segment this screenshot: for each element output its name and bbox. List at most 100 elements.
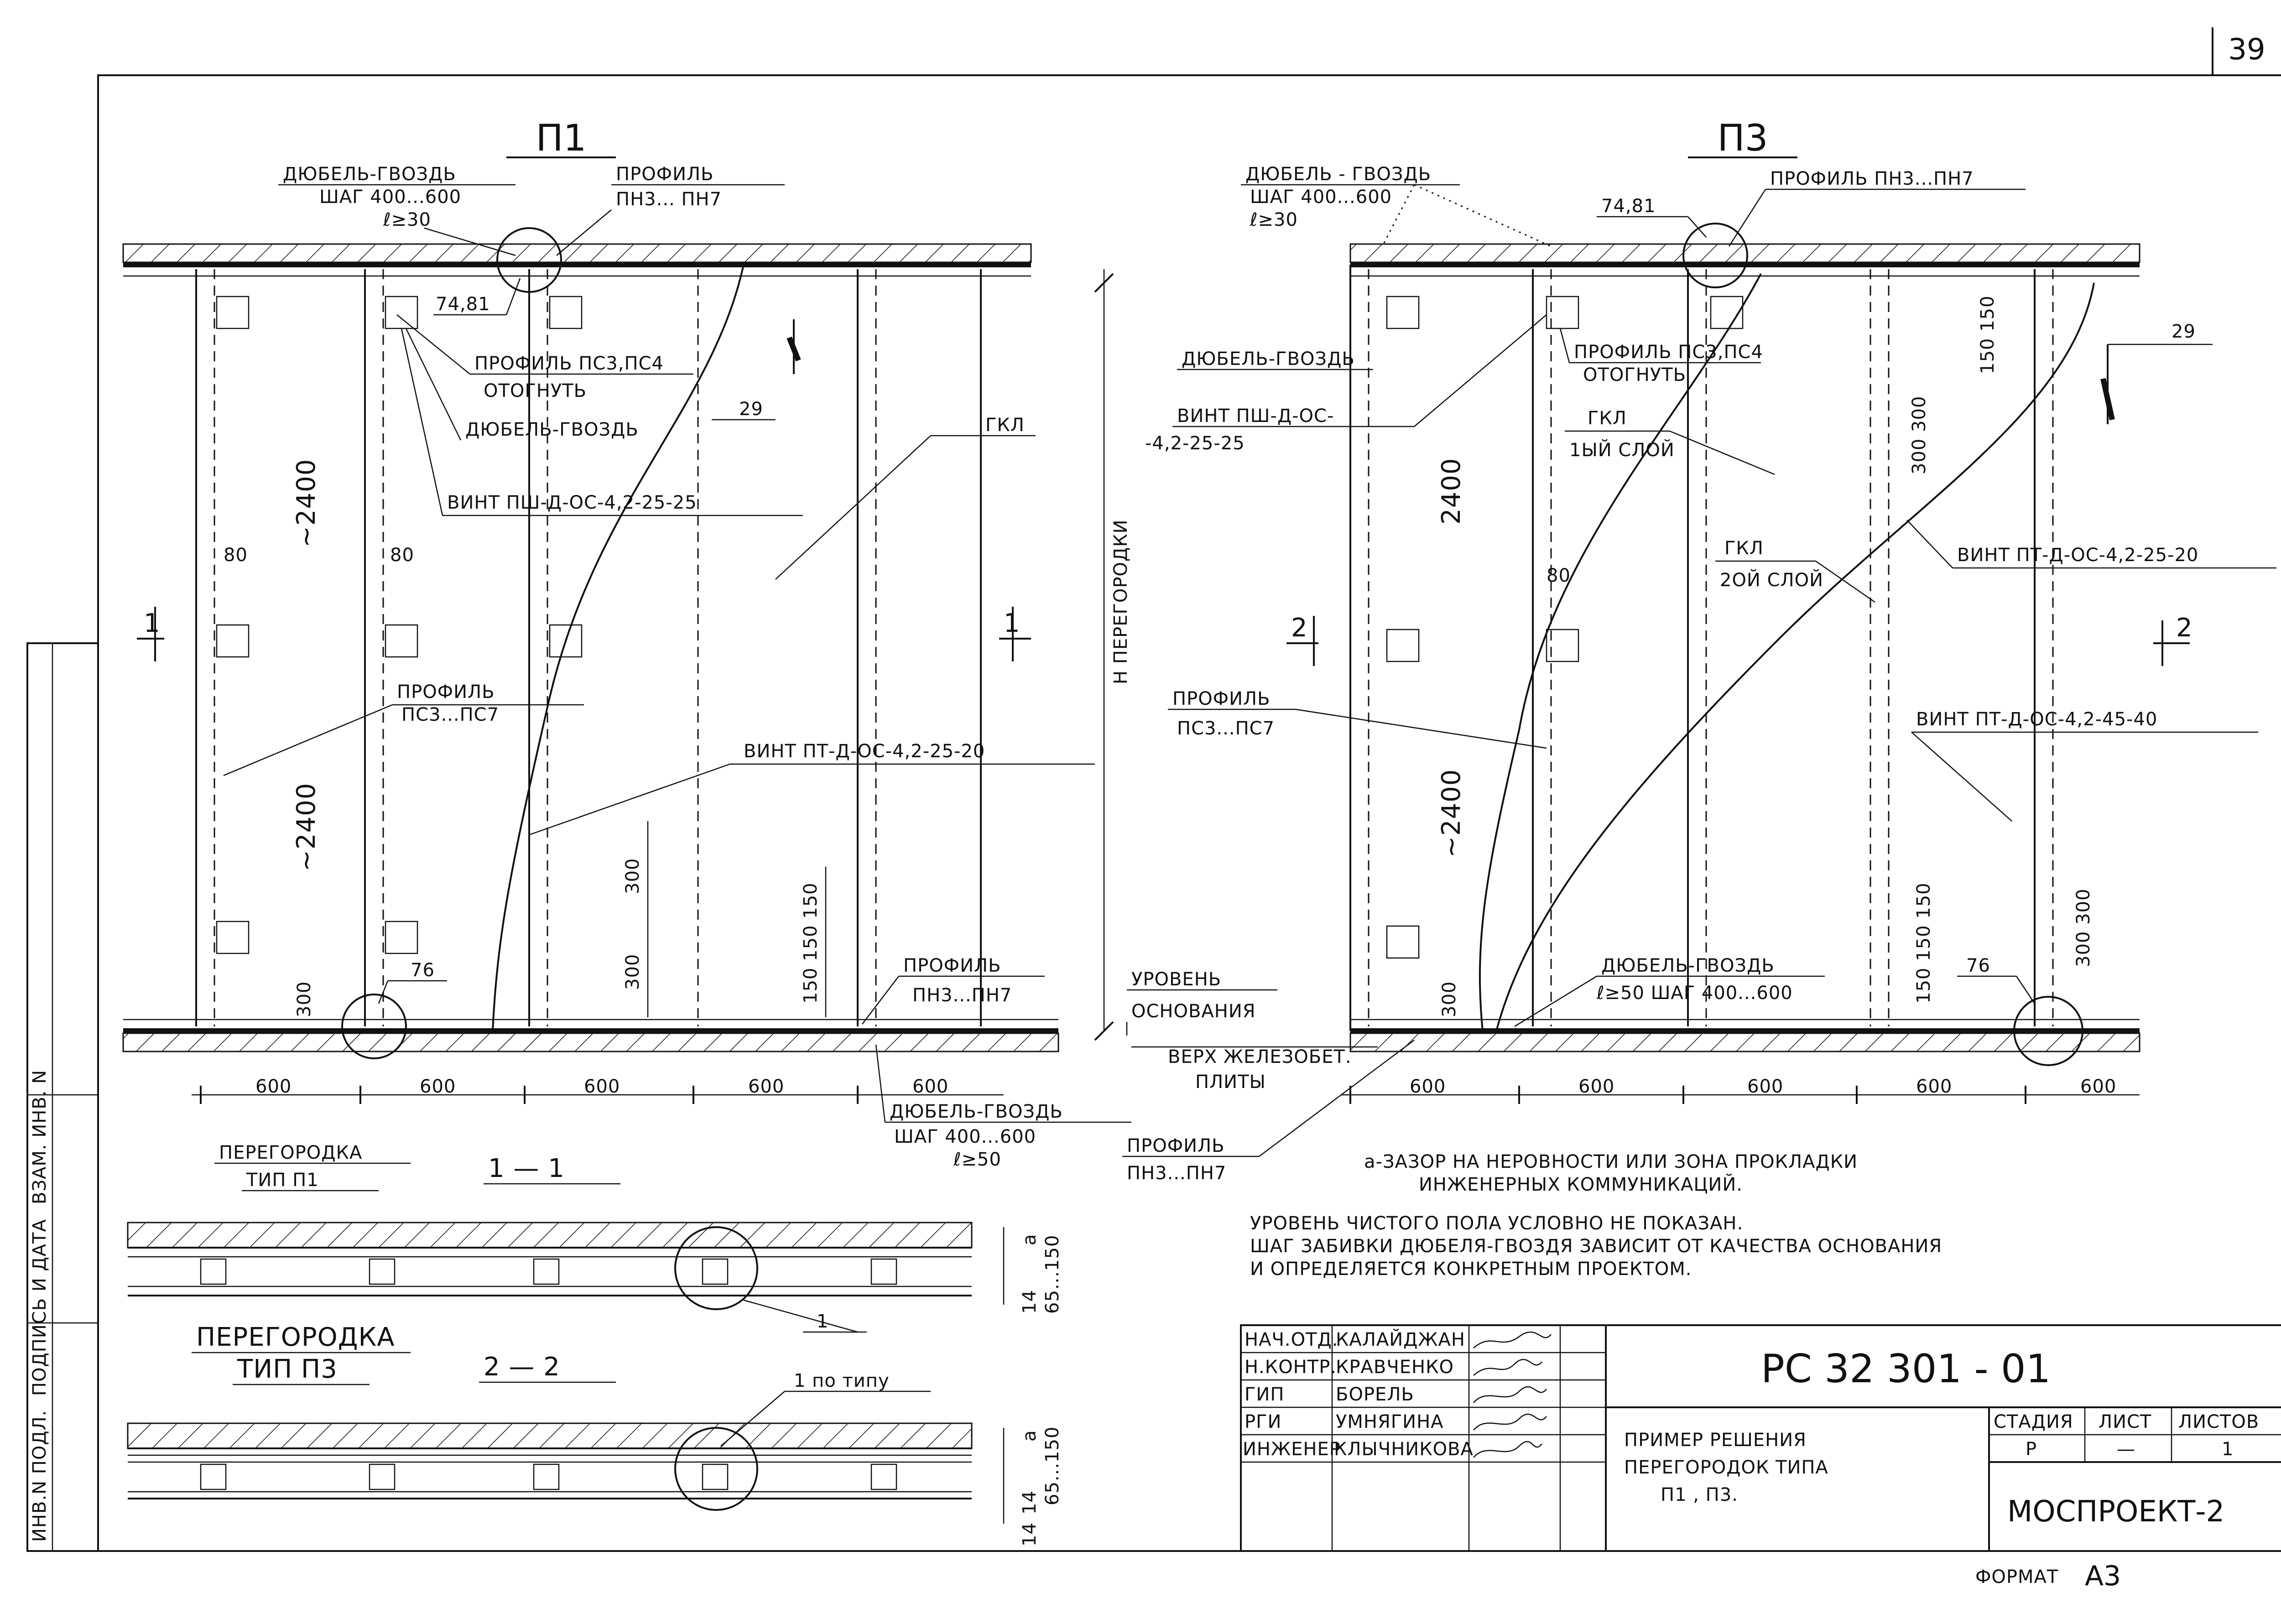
p3-dim-2400-a: 2400 xyxy=(1437,458,1466,525)
level-base-2: ОСНОВАНИЯ xyxy=(1131,1001,1256,1022)
p3-dim-150-stack-b: 150 150 150 xyxy=(1913,883,1934,1004)
p1-dim-150-stack: 150 150 150 xyxy=(800,883,821,1004)
p3-dim-600-4: 600 xyxy=(1916,1076,1952,1097)
s22-dim-a-value: 65...150 xyxy=(1042,1426,1063,1505)
note-line-3: УРОВЕНЬ ЧИСТОГО ПОЛА УСЛОВНО НЕ ПОКАЗАН. xyxy=(1250,1213,1743,1234)
level-slab-1: ВЕРХ ЖЕЛЕЗОБЕТ. xyxy=(1168,1046,1352,1067)
p1-dim-chain: 600 600 600 600 600 xyxy=(192,1076,1004,1104)
p3-dim-300-stack: 300 300 xyxy=(1909,396,1930,474)
section-2-2: ПЕРЕГОРОДКА ТИП П3 2 — 2 1 по типу а 65.… xyxy=(127,1322,1063,1546)
p1-screw-2: ВИНТ ПТ-Д-ОС-4,2-25-20 xyxy=(744,741,985,762)
p1-title: П1 xyxy=(536,117,586,159)
p1-section-mark-right: 1 xyxy=(1004,609,1020,638)
p1-floor-slab xyxy=(122,1032,1059,1052)
p1-profile-pc-1: ПРОФИЛЬ ПС3,ПС4 xyxy=(474,353,664,374)
p3-node-74: 74,81 xyxy=(1601,196,1656,217)
p3-screw-2: ВИНТ ПТ-Д-ОС-4,2-25-20 xyxy=(1957,545,2198,566)
p3-profile-pc-1: ПРОФИЛЬ ПС3,ПС4 xyxy=(1574,342,1763,363)
p1-node-74-circle xyxy=(496,227,562,293)
p1-studs xyxy=(195,269,982,1026)
s22-title: 2 — 2 xyxy=(484,1352,560,1382)
strip-label-replace: ВЗАМ. ИНВ. N xyxy=(29,1070,50,1204)
level-slab-2: ПЛИТЫ xyxy=(1195,1072,1266,1093)
p1-node-76: 76 xyxy=(411,960,435,981)
s11-callout: 1 xyxy=(817,1311,828,1332)
level-profile-1: ПРОФИЛЬ xyxy=(1127,1135,1225,1156)
p3-dowel-top-2: ШАГ 400...600 xyxy=(1250,187,1392,208)
elevation-p3: П3 xyxy=(1145,117,2276,1104)
p1-dim-600-5: 600 xyxy=(912,1076,948,1097)
note-line-4: ШАГ ЗАБИВКИ ДЮБЕЛЯ-ГВОЗДЯ ЗАВИСИТ ОТ КАЧ… xyxy=(1250,1236,1942,1257)
p1-node-76-circle xyxy=(341,994,407,1059)
p3-profile-top: ПРОФИЛЬ ПН3...ПН7 xyxy=(1770,168,1974,189)
strip-label-sign: ПОДПИСЬ И ДАТА xyxy=(29,1219,50,1396)
p1-dim-600-4: 600 xyxy=(748,1076,784,1097)
format-value: А3 xyxy=(2085,1560,2121,1592)
p3-brackets xyxy=(1386,296,1744,959)
tb-sheet: — xyxy=(2117,1439,2135,1460)
section-1-1: ПЕРЕГОРОДКА ТИП П1 1 — 1 1 а 65...150 14 xyxy=(127,1142,1063,1333)
s22-dim-14b: 14 xyxy=(1019,1522,1040,1546)
tb-stage: Р xyxy=(2026,1439,2037,1460)
p1-profile-top-2: ПН3... ПН7 xyxy=(616,189,722,210)
s22-studs xyxy=(200,1463,897,1490)
format-label-text: ФОРМАТ xyxy=(1975,1567,2058,1588)
p3-gkl-break-2 xyxy=(1495,282,2095,1031)
tb-code: РС 32 301 - 01 xyxy=(1761,1346,2051,1392)
s11-callout-circle xyxy=(674,1226,758,1310)
p1-dim-300-b: 300 xyxy=(622,954,643,990)
p3-studs xyxy=(1349,265,2054,1031)
s11-dim-14: 14 xyxy=(1019,1290,1040,1314)
p1-profile-bottom-1: ПРОФИЛЬ xyxy=(903,955,1001,976)
p1-gkl: ГКЛ xyxy=(985,415,1025,436)
general-notes: а-ЗАЗОР НА НЕРОВНОСТИ ИЛИ ЗОНА ПРОКЛАДКИ… xyxy=(1250,1151,1942,1280)
p1-profile-ps-2: ПС3...ПС7 xyxy=(401,704,499,725)
p3-dowel-bottom-2: ℓ≥50 ШАГ 400...600 xyxy=(1596,983,1793,1004)
tb-role-2: Н.КОНТР. xyxy=(1245,1357,1337,1378)
s11-studs xyxy=(200,1258,897,1285)
p3-ceiling-slab xyxy=(1349,243,2140,263)
p1-profile-top-1: ПРОФИЛЬ xyxy=(616,164,714,185)
p3-dowel-top-1: ДЮБЕЛЬ - ГВОЗДЬ xyxy=(1245,164,1431,185)
strip-label-inv: ИНВ.N ПОДЛ. xyxy=(29,1410,50,1542)
p1-dowel-bottom-1: ДЮБЕЛЬ-ГВОЗДЬ xyxy=(890,1101,1063,1122)
p1-profile-ps-1: ПРОФИЛЬ xyxy=(397,682,495,703)
p1-dowel-top-2: ШАГ 400...600 xyxy=(319,187,461,208)
p3-dim-150-stack: 150 150 xyxy=(1977,296,1998,374)
s22-dim-a: а xyxy=(1019,1430,1040,1442)
p1-screw-1: ВИНТ ПШ-Д-ОС-4,2-25-25 xyxy=(447,492,697,513)
p1-dim-300: 300 xyxy=(294,981,315,1017)
s22-wall-hatch xyxy=(127,1422,973,1449)
format-label: ФОРМАТ А3 xyxy=(1975,1560,2121,1592)
s11-title: 1 — 1 xyxy=(488,1154,565,1183)
title-block: НАЧ.ОТД. Н.КОНТР. ГИП РГИ ИНЖЕНЕР КАЛАЙД… xyxy=(1240,1324,2281,1552)
p3-screw-3: ВИНТ ПТ-Д-ОС-4,2-45-40 xyxy=(1916,709,2157,730)
p3-dim-300-stack-b: 300 300 xyxy=(2073,889,2094,967)
tb-title-3: П1 , П3. xyxy=(1661,1484,1738,1505)
p3-node-76: 76 xyxy=(1966,955,1990,976)
s22-callout: 1 по типу xyxy=(794,1370,890,1391)
p1-profile-pc-2: ОТОГНУТЬ xyxy=(484,380,587,401)
p3-dim-2400-b: ~2400 xyxy=(1437,769,1466,858)
p1-ceiling-slab xyxy=(122,243,1032,263)
p3-profile-ps-1: ПРОФИЛЬ xyxy=(1172,688,1271,709)
p1-node-29: 29 xyxy=(739,399,763,420)
p1-dim-600-2: 600 xyxy=(420,1076,456,1097)
p3-section-mark-right: 2 xyxy=(2176,613,2192,643)
s11-caption-2: ТИП П1 xyxy=(246,1170,319,1191)
tb-sheets: 1 xyxy=(2222,1439,2234,1460)
p3-section-mark-left: 2 xyxy=(1291,613,1307,643)
p1-node-74: 74,81 xyxy=(436,294,490,315)
p3-dim-300: 300 xyxy=(1439,981,1460,1017)
tb-name-3: БОРЕЛЬ xyxy=(1336,1384,1414,1405)
binding-strip: ИНВ.N ПОДЛ. ПОДПИСЬ И ДАТА ВЗАМ. ИНВ. N xyxy=(26,642,99,1552)
p3-annotations: ДЮБЕЛЬ - ГВОЗДЬ ШАГ 400...600 ℓ≥30 74,81… xyxy=(1145,164,2276,1027)
tb-role-1: НАЧ.ОТД. xyxy=(1245,1329,1338,1350)
tb-name-1: КАЛАЙДЖАН xyxy=(1336,1328,1465,1350)
tb-sheets-header: ЛИСТОВ xyxy=(2178,1411,2259,1432)
p1-dim-300-a: 300 xyxy=(622,858,643,894)
p1-dim-600-3: 600 xyxy=(584,1076,620,1097)
level-base-1: УРОВЕНЬ xyxy=(1131,969,1221,990)
note-line-5: И ОПРЕДЕЛЯЕТСЯ КОНКРЕТНЫМ ПРОЕКТОМ. xyxy=(1250,1259,1692,1280)
